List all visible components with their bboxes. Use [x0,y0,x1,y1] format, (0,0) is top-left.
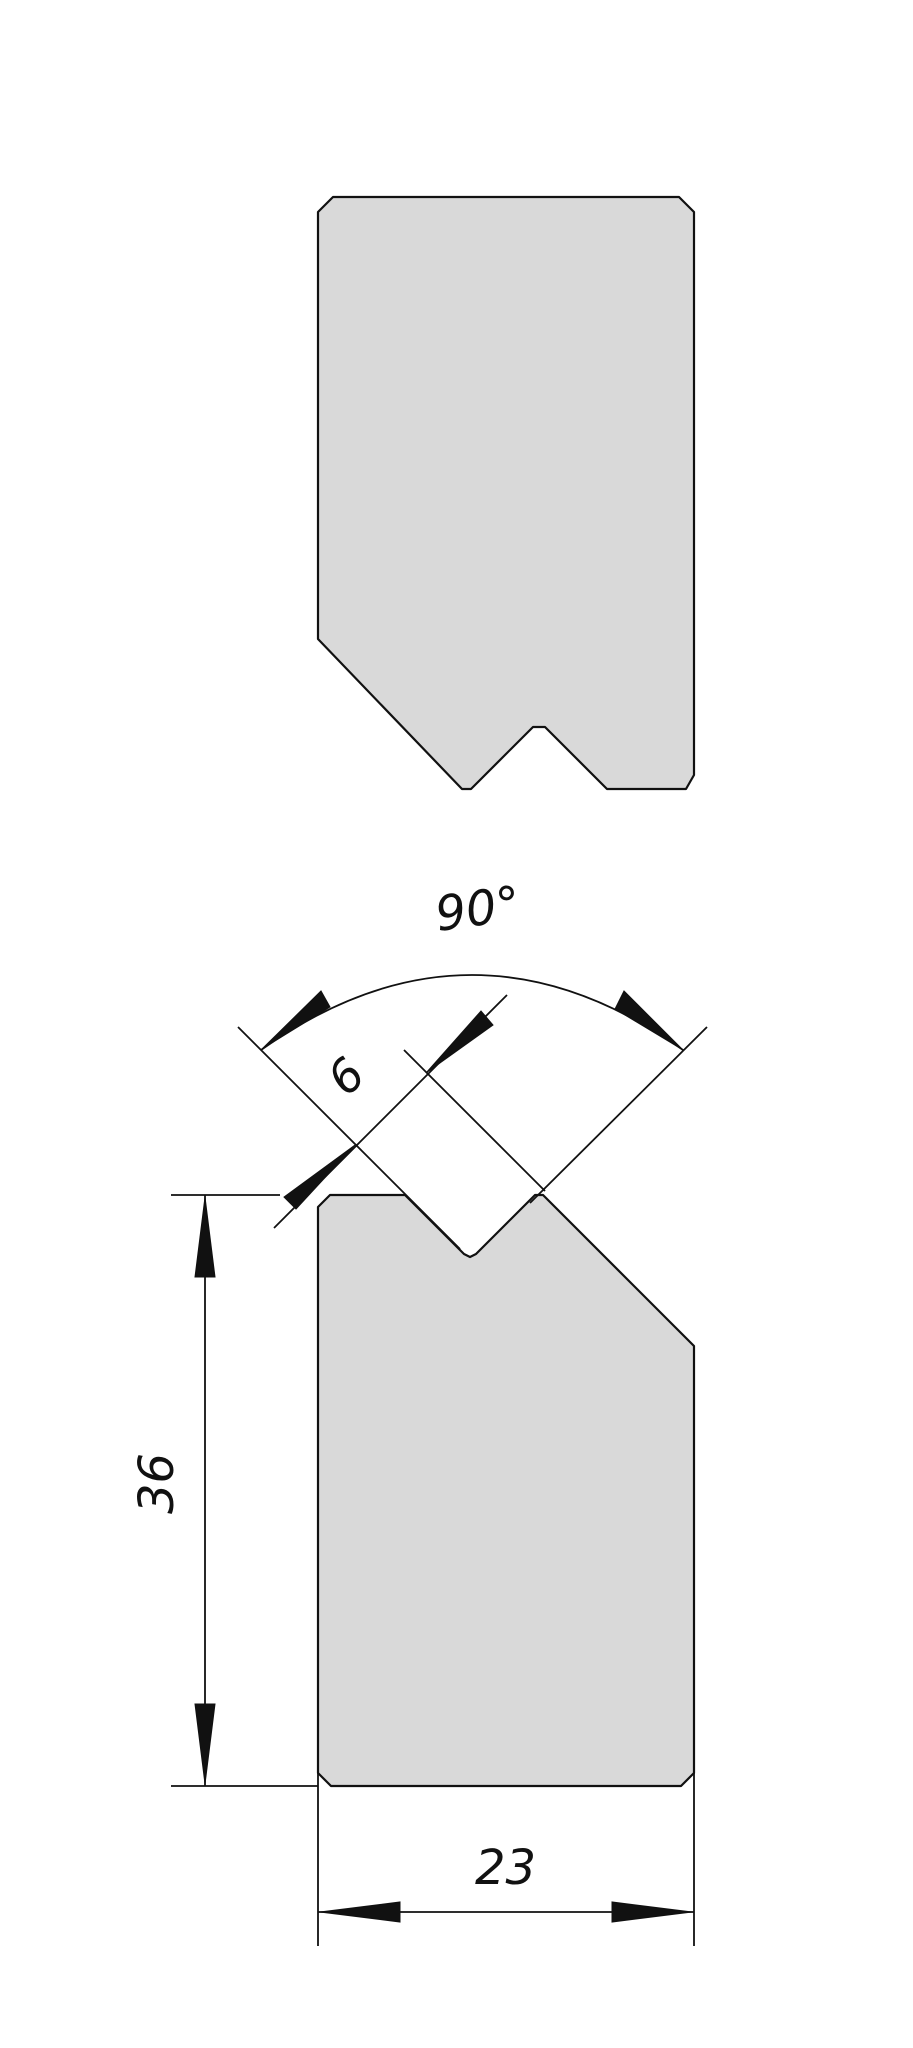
angle-left-arrowhead [261,990,331,1050]
v-depth-label: 6 [317,1047,376,1106]
v-depth-upper-arrowhead [425,1010,494,1074]
v-depth-dimension: 6 [273,994,546,1229]
angle-left-guide [237,1026,461,1250]
width-left-arrowhead [319,1901,401,1923]
lower-die-profile [316,1193,696,1788]
height-label: 36 [129,1453,185,1514]
width-right-arrowhead [611,1901,693,1923]
height-top-arrowhead [194,1196,216,1278]
angle-right-guide [529,1026,708,1204]
angle-label: 90° [432,876,524,943]
height-dimension: 36 [129,1194,318,1787]
width-label: 23 [475,1840,536,1896]
height-bottom-arrowhead [194,1703,216,1785]
angle-right-arrowhead [614,990,684,1051]
v-depth-lower-arrowhead [283,1144,356,1210]
width-dimension: 23 [317,1773,695,1946]
v-depth-upper-guide [403,1049,546,1192]
angle-dimension: 90° [237,876,708,1250]
upper-punch-profile [316,195,696,791]
